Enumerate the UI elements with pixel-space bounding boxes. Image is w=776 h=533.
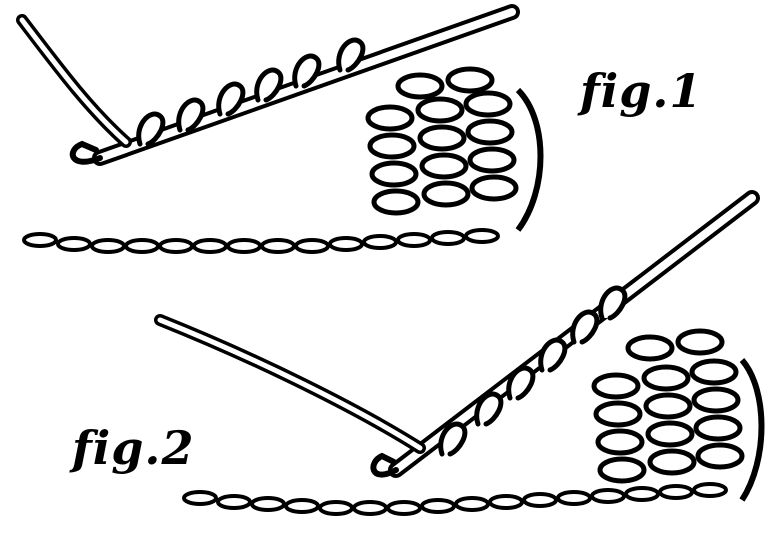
stitch-block-2 <box>594 331 762 500</box>
chain-stitch-icon <box>24 230 498 252</box>
yarn-strand <box>160 320 420 448</box>
figure-2-label: fig.2 <box>72 425 194 471</box>
stitch-block-1 <box>368 69 541 230</box>
yarn-strand <box>22 20 126 142</box>
figure-1-label: fig.1 <box>580 68 702 114</box>
figure-1 <box>22 12 541 252</box>
chain-stitch-icon <box>184 484 726 514</box>
